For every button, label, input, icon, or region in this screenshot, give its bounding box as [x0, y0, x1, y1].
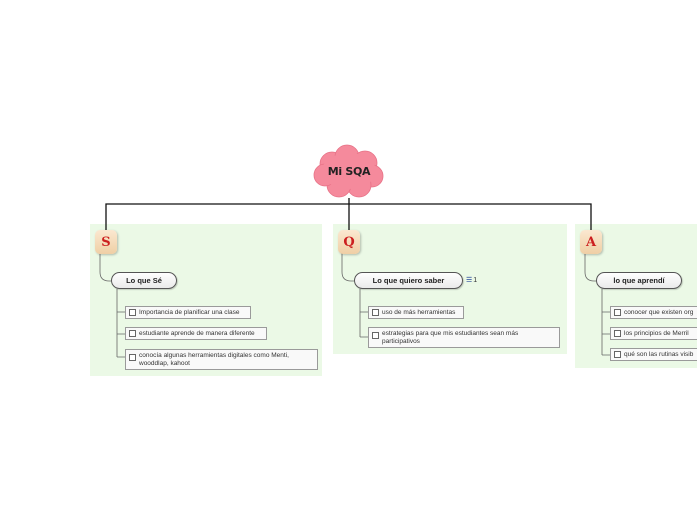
list-icon: ☰ [466, 277, 473, 284]
checkbox[interactable] [129, 354, 136, 361]
checkbox[interactable] [614, 309, 621, 316]
central-topic-label: Mi SQA [327, 164, 371, 178]
topic-s[interactable]: S [95, 230, 117, 254]
checkbox[interactable] [129, 330, 136, 337]
leaf-item[interactable]: conocer que existen org [610, 306, 697, 319]
leaf-item-label: qué son las rutinas visib [624, 350, 694, 358]
leaf-item-label: los principios de Merril [624, 329, 689, 337]
leaf-item[interactable]: estudiante aprende de manera diferente [125, 327, 267, 340]
leaf-item[interactable]: uso de más herramientas [368, 306, 464, 319]
leaf-item-label: estrategias para que mis estudiantes sea… [382, 330, 519, 345]
topic-q-letter: Q [343, 234, 355, 250]
notes-indicator[interactable]: ☰ 1 [466, 276, 478, 285]
checkbox[interactable] [614, 351, 621, 358]
leaf-item-label: uso de más herramientas [382, 308, 456, 316]
leaf-item-label: conocía algunas herramientas digitales c… [139, 352, 289, 367]
topic-q[interactable]: Q [338, 230, 360, 254]
topic-a[interactable]: A [580, 230, 602, 254]
notes-count: 1 [473, 276, 478, 284]
checkbox[interactable] [129, 309, 136, 316]
leaf-item-label: conocer que existen org [624, 308, 694, 316]
central-topic[interactable]: Mi SQA [312, 144, 386, 198]
leaf-item-label: estudiante aprende de manera diferente [139, 329, 255, 337]
subtopic-lo-que-aprendi[interactable]: lo que aprendí [596, 272, 682, 289]
cloud-shape [313, 144, 384, 198]
leaf-item[interactable]: Importancia de planificar una clase [125, 306, 251, 319]
topic-a-letter: A [585, 234, 597, 250]
checkbox[interactable] [372, 332, 379, 339]
leaf-item[interactable]: qué son las rutinas visib [610, 348, 697, 361]
leaf-item[interactable]: los principios de Merril [610, 327, 697, 340]
subtopic-lo-que-se[interactable]: Lo que Sé [111, 272, 177, 289]
leaf-item[interactable]: estrategias para que mis estudiantes sea… [368, 327, 560, 348]
topic-s-letter: S [101, 234, 111, 250]
subtopic-lo-que-quiero-saber[interactable]: Lo que quiero saber [354, 272, 463, 289]
checkbox[interactable] [372, 309, 379, 316]
checkbox[interactable] [614, 330, 621, 337]
leaf-item-label: Importancia de planificar una clase [139, 308, 240, 316]
leaf-item[interactable]: conocía algunas herramientas digitales c… [125, 349, 318, 370]
